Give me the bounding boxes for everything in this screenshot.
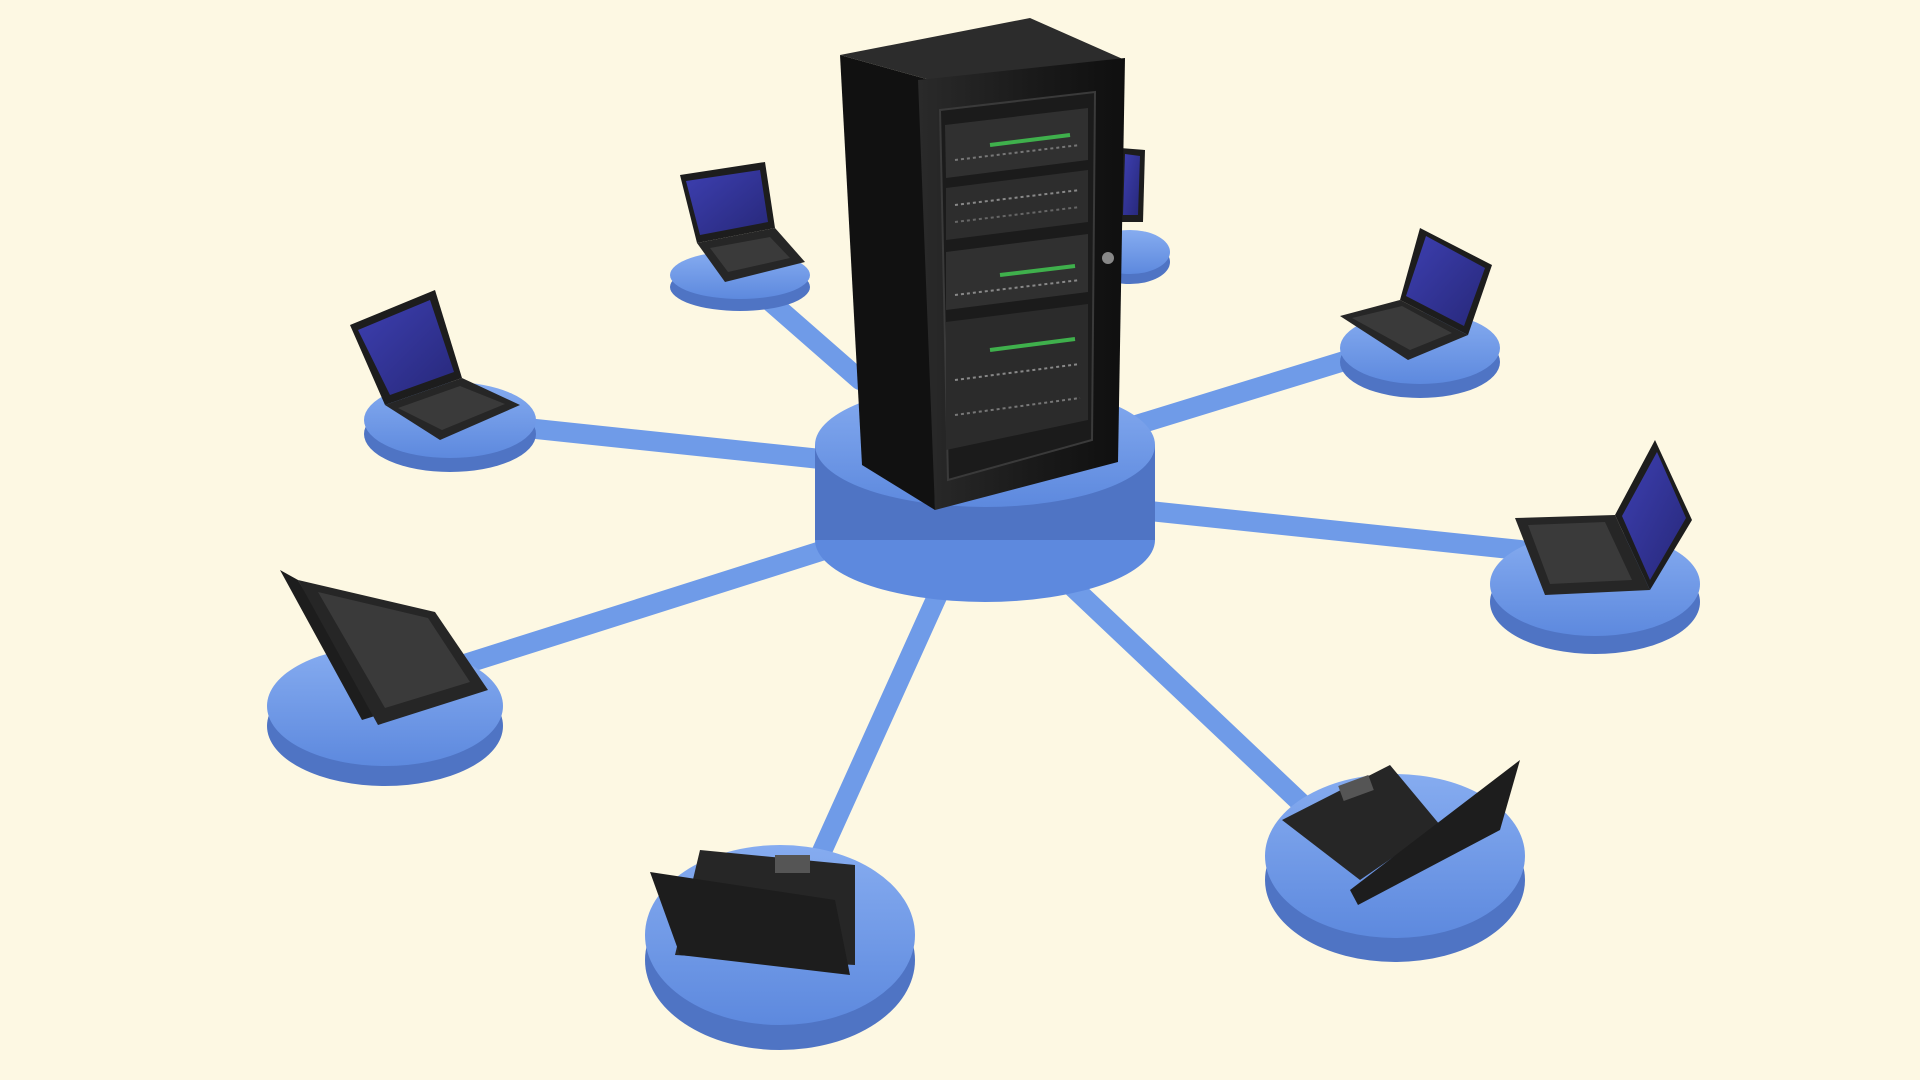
rack-unit-4 — [946, 304, 1088, 450]
cable-upper-right — [1110, 340, 1390, 440]
laptop-right — [1515, 440, 1692, 595]
laptop-left — [280, 570, 488, 725]
rack-lock-icon — [1102, 252, 1114, 264]
rack-unit-3 — [946, 234, 1088, 310]
laptop-bottom-right — [1282, 760, 1520, 905]
rack-units — [945, 108, 1088, 450]
cable-bottom-right — [1050, 565, 1350, 850]
rack-top — [840, 18, 1125, 80]
cable-bottom — [790, 580, 950, 910]
cable-right — [1130, 500, 1530, 560]
laptop-upper-right — [1340, 228, 1492, 360]
rack-unit-2 — [946, 170, 1088, 240]
rack-unit-1 — [945, 108, 1088, 178]
laptop-upper-left — [350, 290, 520, 440]
laptop-bottom — [650, 850, 855, 975]
laptop-top-right-hidden — [1118, 148, 1145, 222]
cable-left — [420, 535, 850, 685]
laptop-top-center — [680, 162, 805, 282]
server-rack — [840, 18, 1125, 510]
rack-side — [840, 55, 935, 510]
